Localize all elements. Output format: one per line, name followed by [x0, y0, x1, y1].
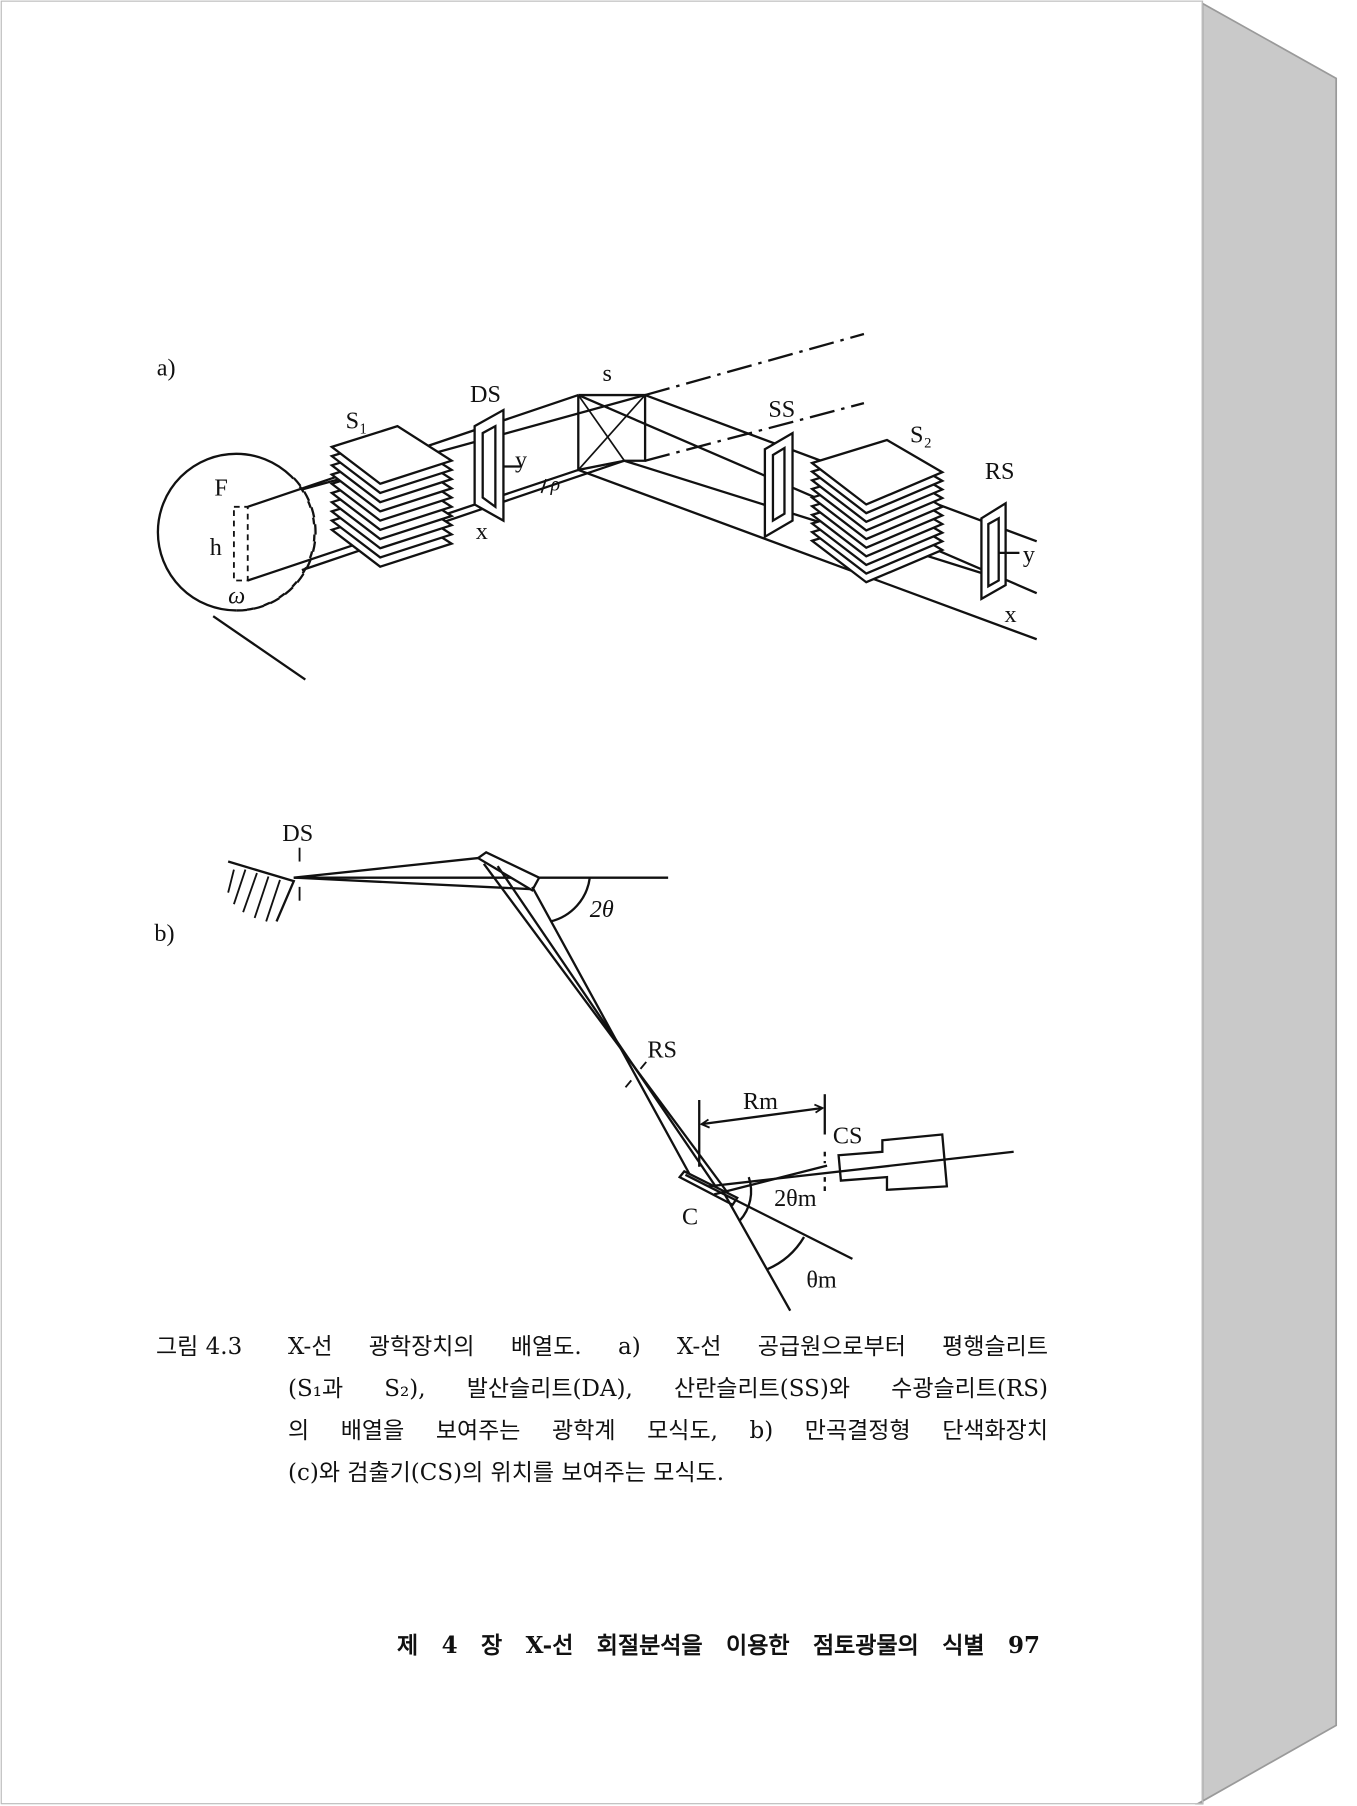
label-theta-m: θm: [806, 1267, 837, 1294]
panel-label-a: a): [157, 354, 176, 381]
label-F: F: [214, 474, 227, 501]
figure-b: [227, 847, 1014, 1312]
label-h: h: [210, 534, 222, 561]
label-omega: ω: [228, 583, 245, 610]
label-rs-a: RS: [985, 458, 1015, 485]
panel-label-b: b): [154, 920, 174, 947]
label-s2: S₂: [910, 421, 932, 448]
figure-a-labels: a) F h ω S₁ DS s ρ y x SS S₂ RS y x: [157, 354, 1035, 627]
figure-b-labels: DS b) 2θ RS Rm CS 2θm C θm: [154, 820, 862, 1294]
label-cs: CS: [833, 1123, 863, 1150]
caption-line: (S₁과 S₂), 발산슬리트(DA), 산란슬리트(SS)와 수광슬리트(RS…: [288, 1376, 1048, 1402]
label-y2: y: [1023, 541, 1035, 568]
caption-line: 의 배열을 보여주는 광학계 모식도, b) 만곡결정형 단색화장치: [288, 1418, 1048, 1444]
page-border: [0, 0, 1204, 1805]
caption-line: (c)와 검출기(CS)의 위치를 보여주는 모식도.: [288, 1460, 725, 1486]
rm-arrow: [701, 1106, 823, 1126]
label-rho: ρ: [550, 475, 560, 496]
slit-plate: [329, 424, 455, 486]
caption-line: X-선 광학장치의 배열도. a) X-선 공급원으로부터 평행슬리트: [288, 1334, 1048, 1360]
soller-slit-s2: [809, 438, 945, 584]
label-rm: Rm: [743, 1088, 778, 1115]
page-number: 97: [1007, 1632, 1040, 1659]
scatter-slit-frame: [763, 431, 794, 539]
receiving-slit-frame: [980, 501, 1020, 601]
label-2theta-m: 2θm: [774, 1185, 817, 1212]
book-edge: [1194, 1, 1338, 1805]
xray-source: [227, 860, 296, 922]
detector-cs: [837, 1133, 949, 1192]
label-x2: x: [1004, 601, 1016, 628]
label-ds: DS: [470, 381, 501, 408]
label-ds-b: DS: [282, 820, 313, 847]
footer-title: X-선 회절분석을 이용한 점토광물의 식별: [525, 1632, 985, 1659]
slit-plate: [809, 438, 945, 506]
label-rs-b: RS: [647, 1036, 677, 1063]
label-ss: SS: [768, 396, 795, 423]
figure-a: [156, 332, 1038, 681]
arc-2theta: [550, 877, 591, 923]
label-2theta: 2θ: [590, 896, 614, 923]
label-c: C: [682, 1203, 698, 1230]
sample-box: [577, 393, 647, 472]
specimen: [475, 850, 541, 892]
label-x1: x: [476, 518, 488, 545]
label-s1: S₁: [346, 407, 368, 434]
caption-number: 그림 4.3: [156, 1334, 243, 1360]
footer-chapter: 제 4 장: [397, 1632, 503, 1659]
arc-theta-m: [766, 1236, 806, 1271]
arc-2theta-m: [738, 1176, 753, 1222]
focus-rect: [232, 505, 249, 582]
label-s: s: [602, 360, 611, 387]
label-y1: y: [515, 447, 527, 474]
divergence-slit-frame: [473, 408, 521, 523]
running-footer: 제 4 장 X-선 회절분석을 이용한 점토광물의 식별 97: [397, 1626, 1040, 1660]
soller-slit-s1: [329, 424, 455, 568]
